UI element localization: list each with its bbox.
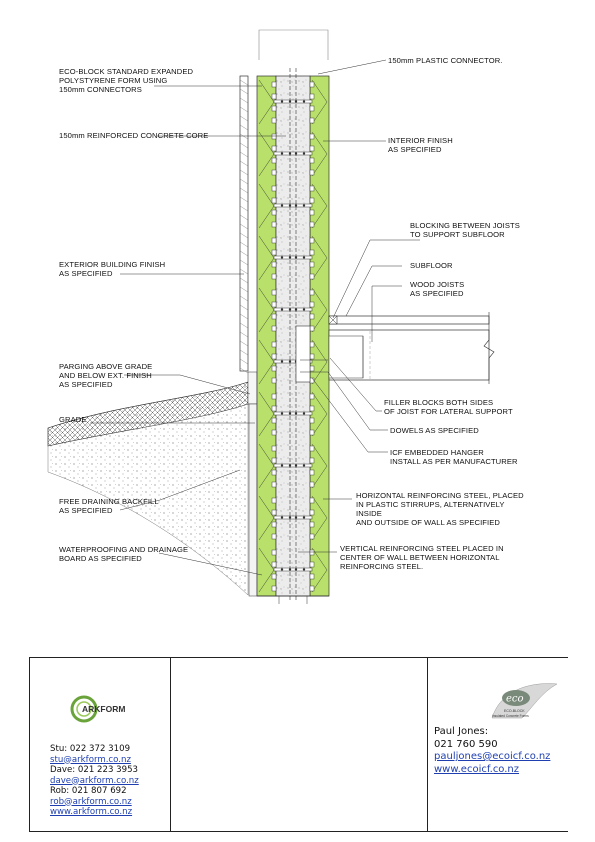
contact-text: Rob: 021 807 692 (50, 786, 127, 796)
label-dowels: DOWELS AS SPECIFIED (390, 426, 479, 435)
eco-block-logo: eco ECO-BLOCK Insulated Concrete Forms (491, 683, 558, 719)
contact-text: Stu: 022 372 3109 (50, 744, 131, 754)
contact-text: Paul Jones: (434, 726, 489, 737)
label-plastic-connector: 150mm PLASTIC CONNECTOR. (388, 56, 503, 65)
contact-link[interactable]: pauljones@ecoicf.co.nz (434, 751, 551, 762)
filler-block (328, 335, 364, 379)
leader-lines (90, 59, 420, 576)
contact-link[interactable]: www.ecoicf.co.nz (434, 763, 520, 775)
arkform-logo: ARKFORM (70, 695, 125, 723)
label-concrete-core: 150mm REINFORCED CONCRETE CORE (59, 131, 209, 140)
waterproofing-board (248, 403, 258, 597)
title-block-blank-cell (171, 658, 428, 831)
icf-wall-section-drawing (47, 29, 495, 604)
exterior-siding (239, 75, 249, 372)
break-line (483, 312, 495, 384)
contact-text: Dave: 021 223 3953 (50, 765, 139, 775)
icf-embedded-hanger (295, 325, 311, 383)
exterior-foam-panel (256, 75, 277, 597)
arkform-logo-text: ARKFORM (82, 704, 125, 714)
parging (247, 371, 258, 405)
top-outline (258, 29, 329, 60)
title-block-eco-cell: eco ECO-BLOCK Insulated Concrete Forms P… (428, 658, 568, 831)
label-grade: GRADE (59, 415, 87, 424)
contact-link[interactable]: rob@arkform.co.nz (50, 796, 132, 807)
eco-logo-sub2: Insulated Concrete Forms (492, 714, 529, 718)
contact-text: 021 760 590 (434, 738, 498, 750)
contact-link[interactable]: stu@arkform.co.nz (50, 754, 131, 765)
contact-link[interactable]: dave@arkform.co.nz (50, 775, 139, 786)
subfloor (328, 315, 490, 325)
label-subfloor: SUBFLOOR (410, 261, 453, 270)
contact-link[interactable]: www.arkform.co.nz (50, 807, 133, 817)
eco-logo-text: eco (506, 694, 524, 705)
eco-logo-sub1: ECO-BLOCK (504, 709, 525, 713)
interior-foam-panel (309, 75, 330, 597)
